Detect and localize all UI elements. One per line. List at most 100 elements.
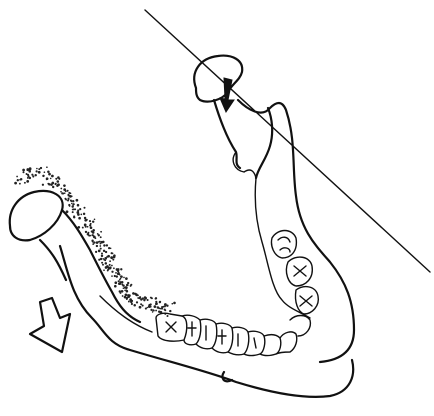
stipple-dot	[111, 271, 113, 273]
stipple-dot	[119, 279, 121, 281]
stipple-dot	[84, 217, 86, 219]
stipple-dot	[72, 211, 74, 213]
stipple-dot	[96, 241, 99, 244]
stippled-bone-region	[14, 166, 176, 317]
stipple-dot	[38, 171, 41, 174]
stipple-dot	[98, 250, 101, 253]
stipple-dot	[77, 213, 80, 216]
stipple-dot	[155, 298, 157, 300]
stipple-dot	[91, 230, 93, 232]
stipple-dot	[83, 213, 85, 215]
stipple-dot	[119, 274, 121, 276]
stipple-dot	[62, 193, 64, 195]
stipple-dot	[114, 285, 117, 288]
stipple-dot	[127, 294, 130, 297]
stipple-dot	[103, 250, 105, 252]
stipple-dot	[98, 259, 100, 261]
stipple-dot	[72, 209, 74, 211]
stipple-dot	[132, 293, 134, 295]
stipple-dot	[115, 272, 117, 274]
stipple-dot	[164, 303, 167, 306]
stipple-dot	[144, 297, 147, 300]
stipple-dot	[22, 169, 25, 172]
stipple-dot	[28, 175, 30, 177]
stipple-dot	[123, 277, 125, 279]
stipple-dot	[47, 183, 49, 185]
stipple-dot	[32, 175, 34, 177]
stipple-dot	[166, 315, 168, 317]
stipple-dot	[119, 290, 121, 292]
stipple-dot	[120, 268, 122, 270]
coronoid-process	[256, 108, 272, 178]
stipple-dot	[95, 251, 97, 253]
stipple-dot	[152, 311, 154, 313]
stipple-dot	[71, 205, 73, 207]
stipple-dot	[146, 307, 148, 309]
stipple-dot	[87, 226, 89, 228]
stipple-dot	[77, 226, 80, 229]
stipple-dot	[136, 301, 138, 303]
left-condyle	[10, 191, 63, 240]
stipple-dot	[133, 304, 136, 307]
stipple-dot	[131, 303, 133, 305]
stipple-dot	[119, 281, 121, 283]
stipple-dot	[26, 169, 29, 172]
stipple-dot	[65, 199, 67, 201]
stipple-dot	[161, 306, 163, 308]
stipple-dot	[19, 183, 21, 185]
stipple-dot	[70, 192, 72, 194]
stipple-dot	[150, 303, 152, 305]
stipple-dot	[128, 301, 130, 303]
stipple-dot	[99, 245, 101, 247]
stipple-dot	[24, 182, 26, 184]
stipple-dot	[55, 178, 57, 180]
stipple-dot	[126, 298, 128, 300]
stipple-dot	[115, 282, 117, 284]
mandible-body	[60, 246, 353, 397]
stipple-dot	[173, 302, 176, 305]
stipple-dot	[154, 305, 157, 308]
stipple-dot	[121, 284, 123, 286]
stipple-dot	[126, 290, 129, 293]
stipple-dot	[106, 256, 108, 258]
stipple-dot	[79, 208, 81, 210]
stipple-dot	[93, 241, 95, 243]
stipple-dot	[92, 234, 94, 236]
stipple-dot	[101, 255, 103, 257]
stipple-dot	[60, 191, 62, 193]
stipple-dot	[68, 204, 70, 206]
stipple-dot	[43, 175, 45, 177]
stipple-dot	[124, 289, 126, 291]
stipple-dot	[34, 174, 36, 176]
stipple-dot	[55, 183, 57, 185]
stipple-dot	[46, 166, 48, 168]
stipple-dot	[73, 203, 75, 205]
stipple-dot	[117, 270, 119, 272]
stipple-dot	[17, 179, 19, 181]
stipple-dot	[135, 293, 137, 295]
stipple-dot	[29, 177, 31, 179]
stipple-dot	[90, 223, 92, 225]
stipple-dot	[136, 294, 138, 296]
stipple-dot	[107, 270, 109, 272]
stipple-dot	[159, 301, 161, 303]
stipple-dot	[125, 277, 128, 280]
stipple-dot	[60, 188, 62, 190]
stipple-dot	[50, 183, 53, 186]
stipple-dot	[139, 306, 142, 309]
stipple-dot	[84, 223, 87, 226]
stipple-dot	[57, 180, 60, 183]
stipple-dot	[118, 280, 120, 282]
stipple-dot	[158, 307, 160, 309]
right-condyle	[194, 56, 242, 102]
stipple-dot	[101, 241, 104, 244]
stipple-dot	[82, 227, 84, 229]
stipple-dot	[22, 171, 24, 173]
stipple-dot	[90, 226, 93, 229]
stipple-dot	[112, 252, 114, 254]
stipple-dot	[67, 190, 69, 192]
stipple-dot	[147, 299, 149, 301]
stipple-dot	[155, 301, 157, 303]
stipple-dot	[36, 170, 38, 172]
stipple-dot	[42, 184, 44, 186]
